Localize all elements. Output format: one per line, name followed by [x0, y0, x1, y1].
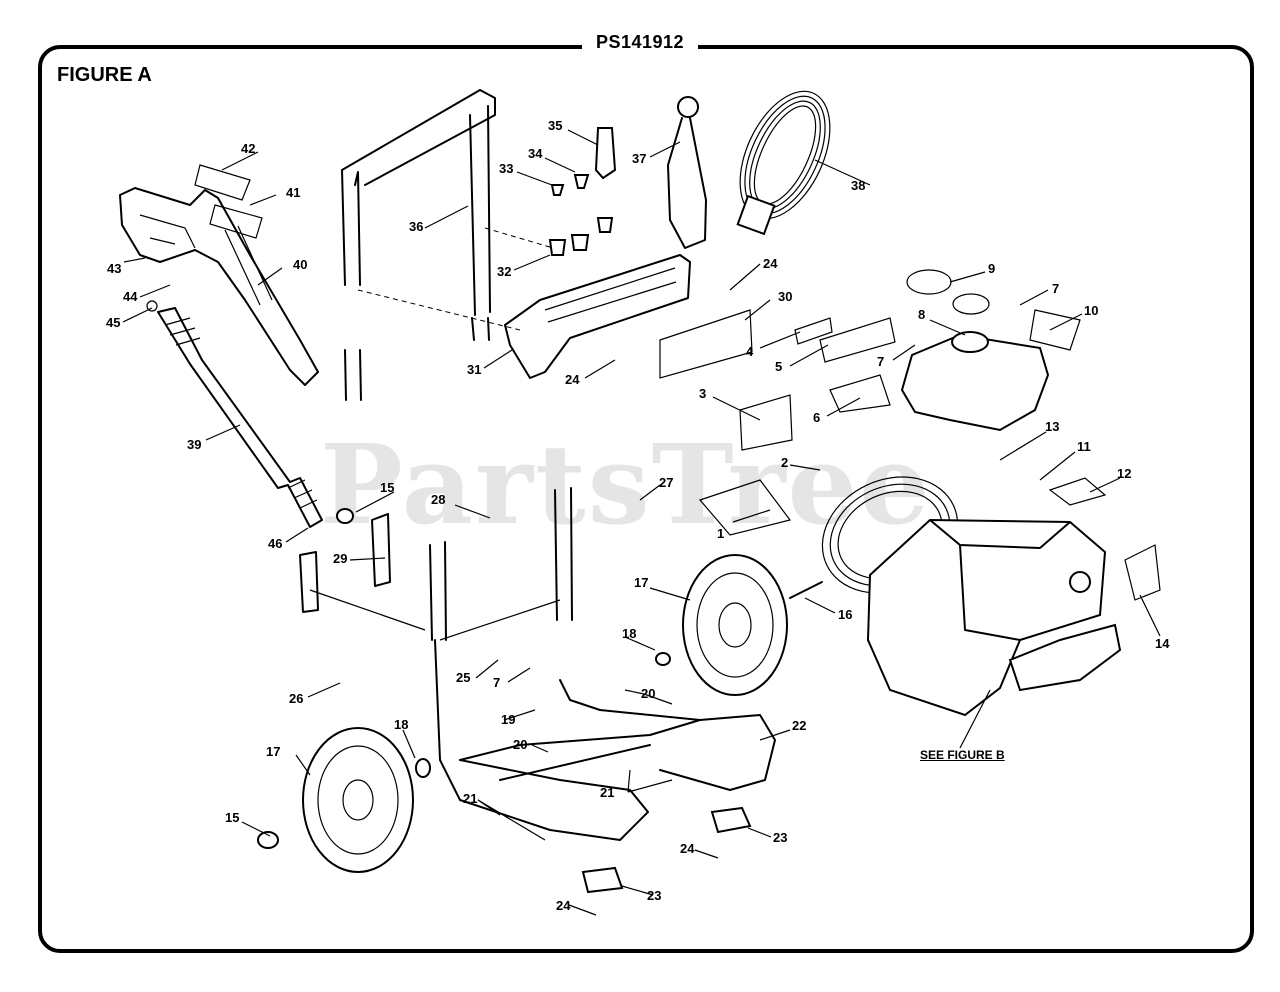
- callout-24-d: 24: [556, 898, 571, 913]
- callout-7-a: 7: [1052, 281, 1060, 296]
- nozzle-set-part[interactable]: [548, 127, 617, 256]
- callout-14: 14: [1155, 636, 1170, 651]
- high-pressure-hose-part[interactable]: [722, 77, 848, 236]
- callout-22: 22: [792, 718, 807, 733]
- axle-bracket-part[interactable]: [299, 513, 426, 631]
- wheel-hardware-part[interactable]: [257, 508, 823, 849]
- see-figure-b-link[interactable]: SEE FIGURE B: [920, 748, 1005, 762]
- callout-45: 45: [106, 315, 121, 330]
- callout-3: 3: [699, 386, 707, 401]
- callout-33: 33: [499, 161, 514, 176]
- callout-40: 40: [293, 257, 308, 272]
- callout-21-a: 21: [463, 791, 478, 806]
- upper-handle-frame-part[interactable]: [341, 89, 561, 401]
- callout-23-a: 23: [773, 830, 788, 845]
- callout-30: 30: [778, 289, 793, 304]
- callout-42: 42: [241, 141, 256, 156]
- callout-5: 5: [775, 359, 783, 374]
- figure-label: FIGURE A: [57, 64, 152, 86]
- callout-37: 37: [632, 151, 647, 166]
- callout-4: 4: [746, 344, 754, 359]
- callout-leaders: [122, 129, 1161, 916]
- callout-26: 26: [289, 691, 304, 706]
- callout-12: 12: [1117, 466, 1132, 481]
- callout-19: 19: [501, 712, 516, 727]
- callout-44: 44: [123, 289, 138, 304]
- wand-part[interactable]: [146, 300, 323, 528]
- callout-15-b: 15: [225, 810, 240, 825]
- lower-frame-part[interactable]: [429, 487, 776, 841]
- spray-gun-part[interactable]: [119, 187, 319, 386]
- callout-11: 11: [1077, 439, 1091, 454]
- model-number: PS141912: [581, 32, 699, 52]
- callout-38: 38: [851, 178, 866, 193]
- callout-24-c: 24: [680, 841, 695, 856]
- callout-36: 36: [409, 219, 424, 234]
- callout-21-b: 21: [600, 785, 615, 800]
- detergent-tube-part[interactable]: [667, 96, 707, 249]
- callout-13: 13: [1045, 419, 1060, 434]
- callout-25: 25: [456, 670, 471, 685]
- callout-27: 27: [659, 475, 674, 490]
- fuel-tank-part[interactable]: [900, 269, 1050, 432]
- model-number-title: PS141912: [0, 32, 1280, 53]
- callout-15-a: 15: [380, 480, 395, 495]
- callout-32: 32: [497, 264, 512, 279]
- callout-17-a: 17: [634, 575, 649, 590]
- callout-34: 34: [528, 146, 543, 161]
- callout-29: 29: [333, 551, 348, 566]
- hose-bracket-part[interactable]: [504, 254, 691, 379]
- callout-18-b: 18: [394, 717, 409, 732]
- gun-labels-part[interactable]: [194, 164, 263, 239]
- wheel-right-part[interactable]: [682, 554, 788, 696]
- callout-24-a: 24: [763, 256, 778, 271]
- callout-28: 28: [431, 492, 446, 507]
- callout-16: 16: [838, 607, 853, 622]
- callout-9: 9: [988, 261, 996, 276]
- callout-10: 10: [1084, 303, 1099, 318]
- callout-17-b: 17: [266, 744, 281, 759]
- callout-7-b: 7: [877, 354, 885, 369]
- decal-set-part[interactable]: [659, 309, 1161, 601]
- engine-pump-assembly-part[interactable]: [803, 456, 1122, 717]
- callout-1: 1: [717, 526, 725, 541]
- callout-7-c: 7: [493, 675, 501, 690]
- callout-18-a: 18: [622, 626, 637, 641]
- wheel-left-part[interactable]: [302, 727, 414, 873]
- callout-46: 46: [268, 536, 283, 551]
- callout-23-b: 23: [647, 888, 662, 903]
- callout-6: 6: [813, 410, 821, 425]
- foot-pad-part[interactable]: [581, 806, 752, 894]
- callout-8: 8: [918, 307, 926, 322]
- callout-43: 43: [107, 261, 122, 276]
- callout-41: 41: [286, 185, 301, 200]
- callout-39: 39: [187, 437, 202, 452]
- callout-20-a: 20: [641, 686, 656, 701]
- callout-31: 31: [467, 362, 482, 377]
- callout-35: 35: [548, 118, 563, 133]
- callout-20-b: 20: [513, 737, 528, 752]
- callout-24-b: 24: [565, 372, 580, 387]
- callout-2: 2: [781, 455, 789, 470]
